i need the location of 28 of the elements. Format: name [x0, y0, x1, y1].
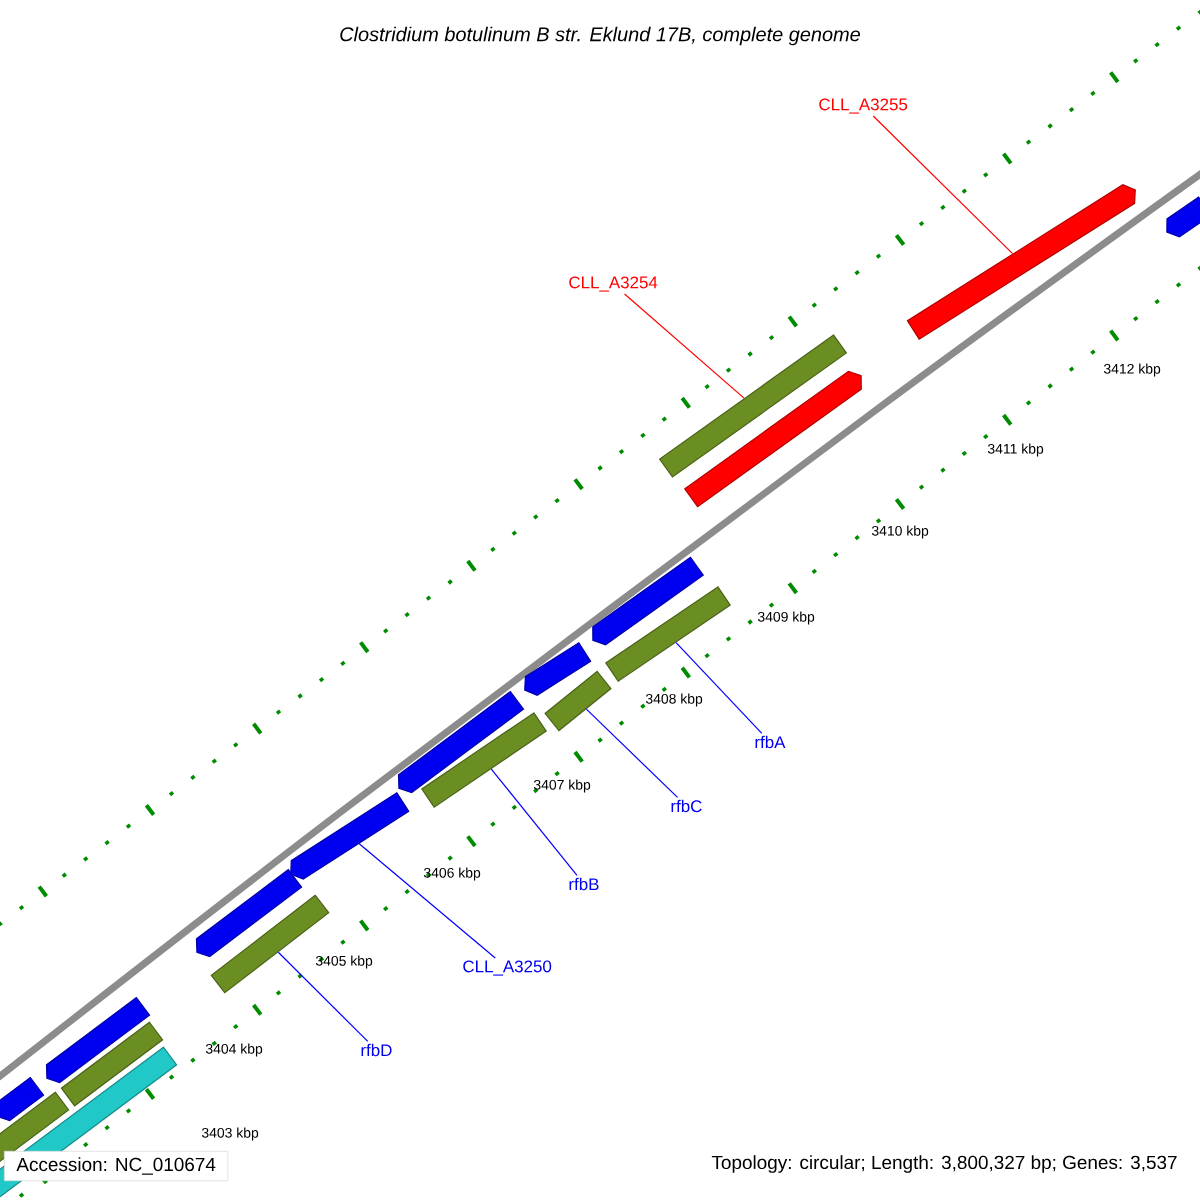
- gene-label: rfbC: [671, 799, 702, 813]
- leader-line: [675, 641, 763, 734]
- genome-info-text: Topology: circular; Length: 3,800,327 bp; Genes: 3,537: [711, 1155, 1177, 1173]
- gene-label: CLL_A3255: [819, 98, 908, 114]
- gene-label: CLL_A3250: [463, 960, 552, 976]
- accession-text: Accession: NC_010674: [4, 1150, 229, 1182]
- gene-block: [397, 690, 525, 794]
- leader-line: [277, 951, 369, 1042]
- leader-line: [358, 843, 496, 959]
- title: Clostridium botulinum B str. Eklund 17B, complete genome: [340, 26, 860, 46]
- leader-line: [585, 708, 679, 798]
- gene-label: rfbA: [755, 735, 786, 749]
- gene-block: [290, 792, 410, 880]
- gene-block: [1166, 196, 1200, 238]
- gene-label: rfbD: [361, 1043, 392, 1057]
- gene-block: [524, 641, 592, 696]
- gene-block: [45, 996, 151, 1084]
- gene-label: CLL_A3254: [569, 276, 658, 292]
- leader-line: [872, 115, 1014, 255]
- gene-block: [592, 556, 705, 646]
- gene-block: [195, 868, 303, 958]
- gene-block: [60, 1021, 164, 1107]
- gene-block: [906, 184, 1136, 341]
- leader-line: [490, 768, 578, 876]
- gene-label: rfbB: [569, 877, 599, 891]
- gene-block: [0, 1076, 45, 1122]
- leader-line: [623, 293, 745, 399]
- gene-block: [544, 670, 612, 732]
